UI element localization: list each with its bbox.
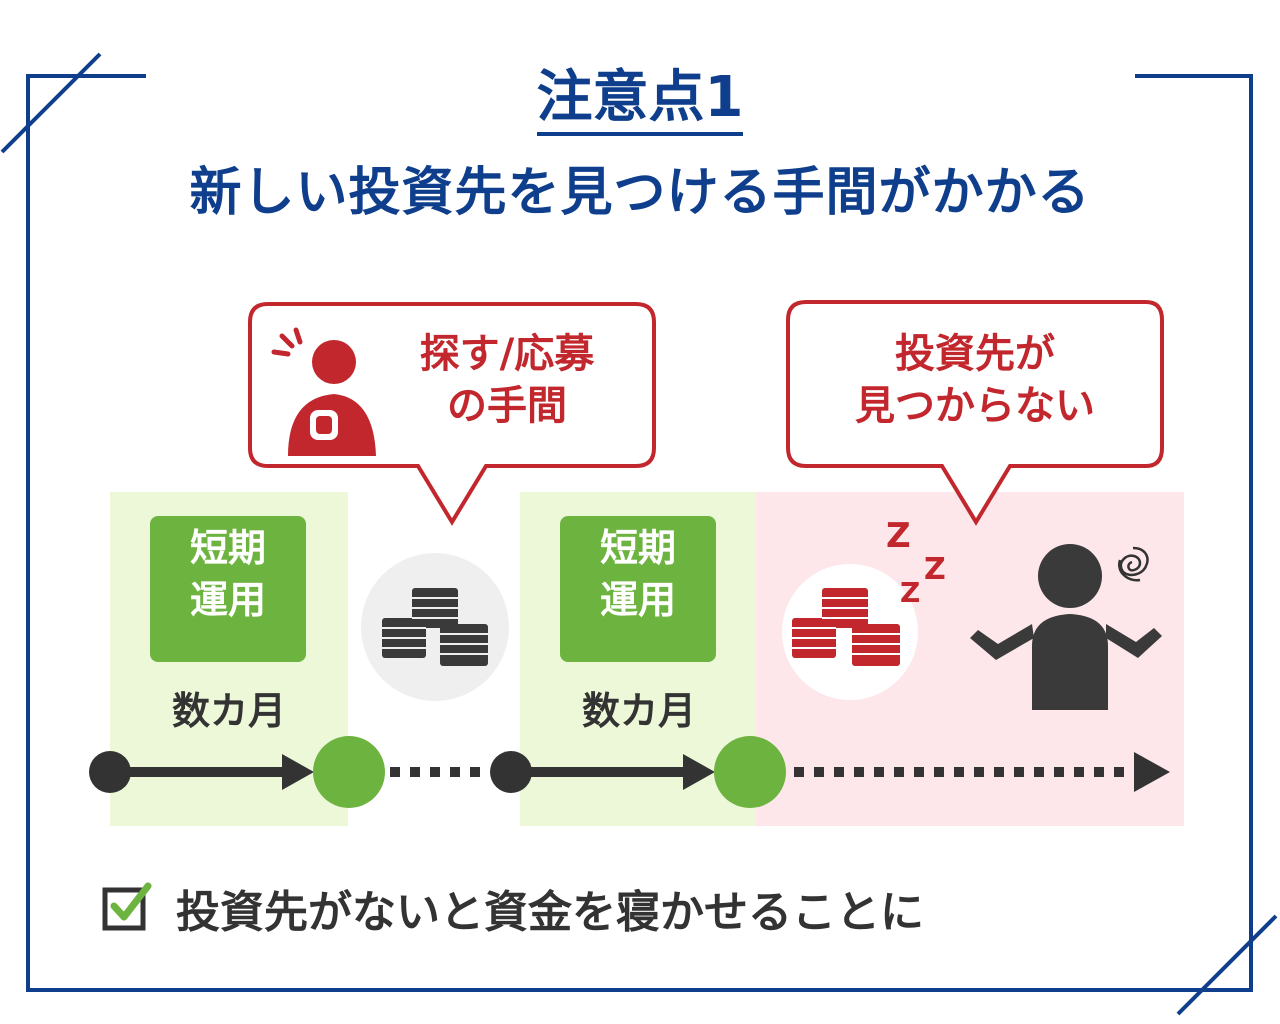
- duration-2: 数カ月: [581, 689, 696, 733]
- tag-1-line2: 運用: [189, 578, 266, 622]
- frame-top-right: [1135, 74, 1253, 78]
- sleep-z-2: Z: [924, 552, 946, 587]
- shrugging-person-icon: [970, 544, 1162, 710]
- checkbox-icon: [102, 882, 152, 931]
- frame-top-left: [26, 74, 146, 78]
- bubble-right-line1: 投資先が: [895, 331, 1055, 377]
- bottom-note: 投資先がないと資金を寝かせることに: [176, 887, 924, 938]
- arrow-end-head: [1134, 752, 1170, 792]
- timeline-green-node-1: [313, 736, 385, 808]
- tag-1-line1: 短期: [189, 526, 266, 570]
- tag-short-term-1: 短期 運用: [150, 516, 306, 662]
- bubble-right-text: 投資先が 見つからない: [790, 328, 1160, 432]
- timeline-green-node-2: [714, 736, 786, 808]
- bubble-left-line2: の手間: [447, 383, 567, 429]
- money-stack-icon: [361, 553, 509, 701]
- sleep-z-1: Z: [886, 516, 911, 556]
- arrow-2-head: [683, 754, 715, 790]
- page-title: 新しい投資先を見つける手間がかかる: [189, 163, 1091, 223]
- frame-bottom: [26, 988, 1252, 992]
- bubble-left-text: 探す/応募 の手間: [372, 328, 642, 432]
- bubble-right-line2: 見つからない: [855, 383, 1095, 429]
- tag-2-line1: 短期: [599, 526, 676, 570]
- bubble-left-line1: 探す/応募: [419, 331, 595, 377]
- frame-right: [1249, 74, 1253, 992]
- tangled-thought-icon: [1117, 546, 1149, 582]
- arrow-1-shaft: [110, 767, 286, 777]
- sleep-z-3: Z: [900, 576, 921, 609]
- tag-short-term-2: 短期 運用: [560, 516, 716, 662]
- tag-2-line2: 運用: [599, 578, 676, 622]
- bubble-right: [786, 300, 1164, 526]
- frame-left: [26, 74, 30, 992]
- duration-1: 数カ月: [171, 689, 286, 733]
- page-label: 注意点1: [0, 52, 1280, 136]
- arrow-1-head: [282, 754, 314, 790]
- sleeping-money-icon: [782, 564, 918, 700]
- arrow-2-shaft: [511, 767, 687, 777]
- stressed-person-icon: [271, 327, 376, 456]
